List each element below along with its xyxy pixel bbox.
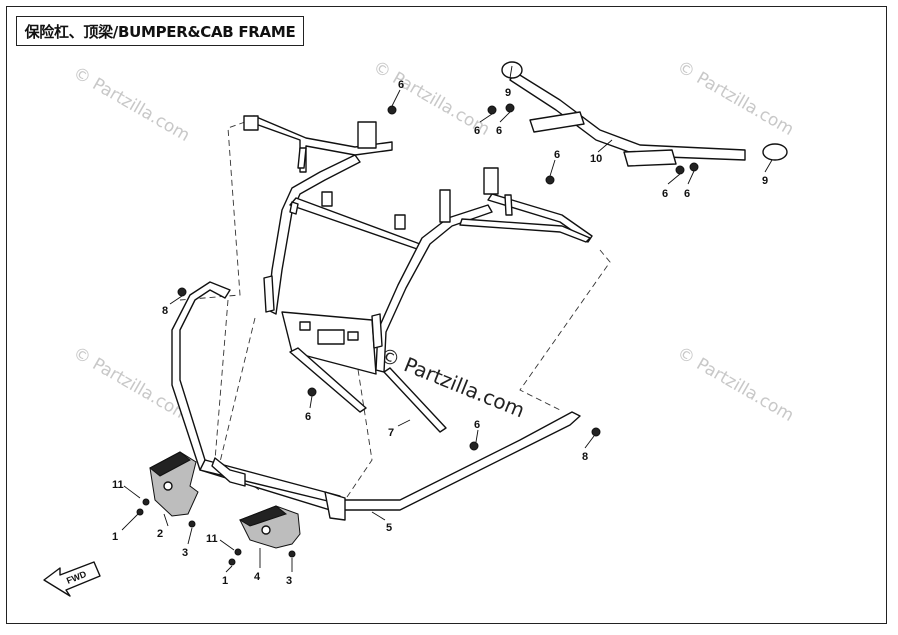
callout-number: 6 xyxy=(474,125,480,137)
callouts: 6 6 9 6 6 10 6 6 9 8 8 6 6 7 5 11 1 2 3 … xyxy=(112,79,768,587)
bumper-guard-left xyxy=(149,451,199,517)
title-box: 保险杠、顶梁/BUMPER&CAB FRAME xyxy=(16,16,304,46)
bolt-icon xyxy=(689,162,699,172)
cab-frame xyxy=(243,115,593,433)
callout-number: 6 xyxy=(474,419,480,431)
nut-icon xyxy=(228,558,236,566)
bolt-icon xyxy=(387,105,397,115)
callout-number: 6 xyxy=(662,188,668,200)
washer-icon xyxy=(142,498,150,506)
callout-number: 6 xyxy=(398,79,404,91)
watermark: © Partzilla.com xyxy=(70,63,194,146)
bolt-icon xyxy=(177,287,187,297)
callout-number: 3 xyxy=(182,547,188,559)
bolt-icon xyxy=(591,427,601,437)
callout-number: 4 xyxy=(254,571,261,583)
roof-bar xyxy=(501,61,788,167)
diagram-border xyxy=(6,6,887,624)
callout-number: 7 xyxy=(388,427,394,439)
bolt-icon xyxy=(545,175,555,185)
callout-number: 6 xyxy=(305,411,311,423)
bolt-icon xyxy=(487,105,497,115)
bolt-icon xyxy=(505,103,515,113)
callout-number: 10 xyxy=(590,153,602,165)
bolt-icon xyxy=(675,165,685,175)
bolt-icon xyxy=(307,387,317,397)
watermark: © Partzilla.com xyxy=(674,343,798,426)
callout-number: 11 xyxy=(112,479,124,491)
bolt-icon xyxy=(469,441,479,451)
callout-number: 8 xyxy=(162,305,168,317)
callout-number: 8 xyxy=(582,451,588,463)
washer-icon xyxy=(234,548,242,556)
callout-number: 9 xyxy=(505,87,511,99)
callout-number: 2 xyxy=(157,528,163,540)
callout-number: 3 xyxy=(286,575,292,587)
watermark: © Partzilla.com xyxy=(674,57,798,140)
callout-number: 6 xyxy=(496,125,502,137)
callout-number: 1 xyxy=(222,575,228,587)
bolt-icon xyxy=(188,520,196,528)
bumper-guard-right xyxy=(238,505,301,549)
fwd-arrow: FWD xyxy=(43,561,101,597)
front-bumper xyxy=(171,281,581,521)
callout-number: 6 xyxy=(684,188,690,200)
bolt-icon xyxy=(288,550,296,558)
callout-number: 6 xyxy=(554,149,560,161)
diagram-title: 保险杠、顶梁/BUMPER&CAB FRAME xyxy=(24,22,296,41)
callout-number: 5 xyxy=(386,522,392,534)
nut-icon xyxy=(136,508,144,516)
callout-number: 1 xyxy=(112,531,118,543)
callout-number: 11 xyxy=(206,533,218,545)
leader-lines xyxy=(121,65,773,573)
callout-number: 9 xyxy=(762,175,768,187)
